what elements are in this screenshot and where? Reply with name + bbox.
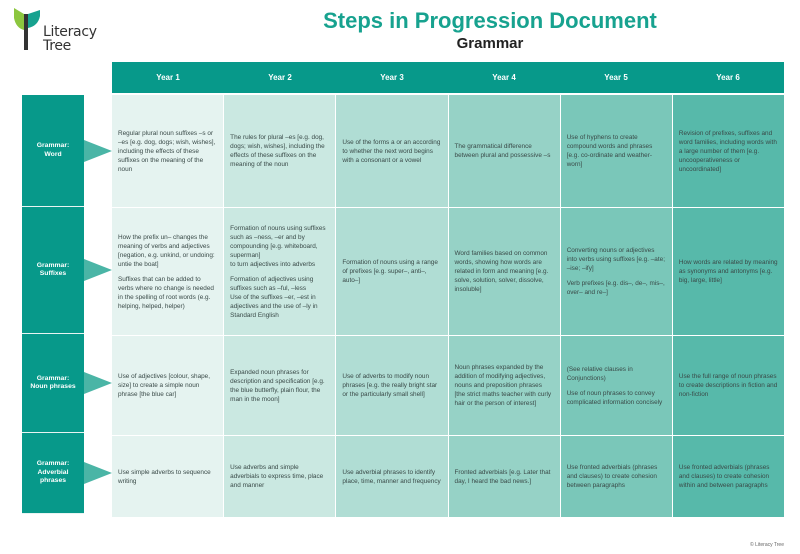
cell-paragraph: Use fronted adverbials (phrases and clau…: [678, 464, 770, 489]
column-header: Year 3: [380, 73, 404, 82]
cell-paragraph: Formation of nouns using a range of pref…: [342, 259, 438, 284]
table-cell: Use simple adverbs to sequence writing: [112, 436, 225, 517]
table-cell: How the prefix un– changes the meaning o…: [112, 208, 225, 335]
table-cell: Formation of nouns using a range of pref…: [336, 208, 449, 335]
column-header: Year 1: [156, 73, 180, 82]
column-header: Year 5: [604, 73, 628, 82]
cell-paragraph: Use of adverbs to modify noun phrases [e…: [342, 373, 438, 398]
table-cell: Use of adjectives [colour, shape, size] …: [112, 336, 225, 435]
cell-paragraph: Use adverbial phrases to identify place,…: [342, 468, 441, 485]
progression-table: Regular plural noun suffixes –s or –es […: [112, 95, 785, 518]
table-cell: (See relative clauses in Conjunctions) Us…: [560, 336, 673, 435]
cell-paragraph: Use of noun phrases to convey complicate…: [566, 389, 663, 406]
cell-paragraph: Use of hyphens to create compound words …: [566, 134, 653, 168]
cell-paragraph: Use adverbs and simple adverbials to exp…: [230, 464, 324, 489]
table-cell: Use of the forms a or an according to wh…: [336, 95, 449, 207]
table-cell: Fronted adverbials [e.g. Later that day,…: [448, 436, 561, 517]
table-cell: Use fronted adverbials (phrases and clau…: [560, 436, 673, 517]
column-header: Year 2: [268, 73, 292, 82]
column-header: Year 4: [492, 73, 516, 82]
table-cell: Use adverbial phrases to identify place,…: [336, 436, 449, 517]
cell-paragraph: Fronted adverbials [e.g. Later that day,…: [454, 468, 551, 485]
table-cell: The rules for plural –es [e.g. dog, dogs…: [224, 95, 337, 207]
row-label: Grammar: Suffixes: [22, 207, 112, 334]
table-cell: Expanded noun phrases for description an…: [224, 336, 337, 435]
arrow-icon: [84, 372, 112, 394]
table-cell: Use of adverbs to modify noun phrases [e…: [336, 336, 449, 435]
table-cell: Use adverbs and simple adverbials to exp…: [224, 436, 337, 517]
table-cell: The grammatical difference between plura…: [448, 95, 561, 207]
cell-paragraph: Expanded noun phrases for description an…: [230, 368, 325, 403]
cell-paragraph: Noun phrases expanded by the addition of…: [454, 364, 552, 407]
page-title: Steps in Progression Document: [323, 8, 657, 33]
table-cell: How words are related by meaning as syno…: [672, 208, 785, 335]
cell-paragraph: (See relative clauses in Conjunctions): [566, 365, 633, 382]
row-label-text: Grammar: Word: [36, 142, 70, 158]
table-cell: Revision of prefixes, suffixes and word …: [672, 95, 785, 207]
cell-paragraph: Formation of adjectives using suffixes s…: [230, 275, 318, 319]
table-cell: Regular plural noun suffixes –s or –es […: [112, 95, 225, 207]
table-cell: Noun phrases expanded by the addition of…: [448, 336, 561, 435]
row-label-text: Grammar: Noun phrases: [30, 374, 76, 391]
year-header-row: Year 1 Year 2 Year 3 Year 4 Year 5 Year …: [112, 62, 784, 93]
cell-paragraph: Formation of nouns using suffixes such a…: [230, 224, 326, 268]
row-label-text: Grammar: Suffixes: [36, 261, 70, 278]
tree-icon: [14, 8, 40, 50]
page-subtitle: Grammar: [456, 35, 524, 52]
cell-paragraph: Use of adjectives [colour, shape, size] …: [118, 373, 211, 398]
row-label-text: Grammar: Adverbial phrases: [36, 460, 70, 485]
copyright: © Literacy Tree: [750, 542, 784, 548]
cell-paragraph: Use simple adverbs to sequence writing: [118, 468, 211, 485]
table-cell: Converting nouns or adjectives into verb…: [560, 208, 673, 335]
table-row: Use simple adverbs to sequence writing Us…: [112, 436, 785, 518]
column-header: Year 6: [716, 73, 740, 82]
table-row: How the prefix un– changes the meaning o…: [112, 208, 785, 336]
table-row: Regular plural noun suffixes –s or –es […: [112, 95, 785, 208]
cell-paragraph: The rules for plural –es [e.g. dog, dogs…: [230, 134, 325, 168]
row-label: Grammar: Noun phrases: [22, 334, 112, 433]
arrow-icon: [84, 259, 112, 281]
row-label: Grammar: Word: [22, 95, 112, 207]
table-cell: Use of hyphens to create compound words …: [560, 95, 673, 207]
arrow-icon: [84, 462, 112, 484]
cell-paragraph: Revision of prefixes, suffixes and word …: [678, 129, 777, 173]
cell-paragraph: Use of the forms a or an according to wh…: [342, 138, 441, 164]
cell-paragraph: How the prefix un– changes the meaning o…: [118, 233, 215, 268]
cell-paragraph: Converting nouns or adjectives into verb…: [566, 247, 665, 272]
table-cell: Use the full range of noun phrases to cr…: [672, 336, 785, 435]
table-cell: Formation of nouns using suffixes such a…: [224, 208, 337, 335]
cell-paragraph: Suffixes that can be added to verbs wher…: [118, 275, 214, 310]
cell-paragraph: How words are related by meaning as syno…: [678, 259, 778, 284]
cell-paragraph: The grammatical difference between plura…: [454, 143, 551, 159]
table-cell: Use fronted adverbials (phrases and clau…: [672, 436, 785, 517]
row-label: Grammar: Adverbial phrases: [22, 433, 112, 514]
table-row: Use of adjectives [colour, shape, size] …: [112, 336, 785, 436]
cell-paragraph: Regular plural noun suffixes –s or –es […: [118, 129, 216, 173]
cell-paragraph: Verb prefixes [e.g. dis–, de–, mis–, ove…: [566, 280, 665, 296]
cell-paragraph: Use fronted adverbials (phrases and clau…: [566, 464, 658, 489]
arrow-icon: [84, 139, 112, 162]
cell-paragraph: Use the full range of noun phrases to cr…: [678, 373, 778, 398]
cell-paragraph: Word families based on common words, sho…: [454, 250, 549, 293]
table-cell: Word families based on common words, sho…: [448, 208, 561, 335]
